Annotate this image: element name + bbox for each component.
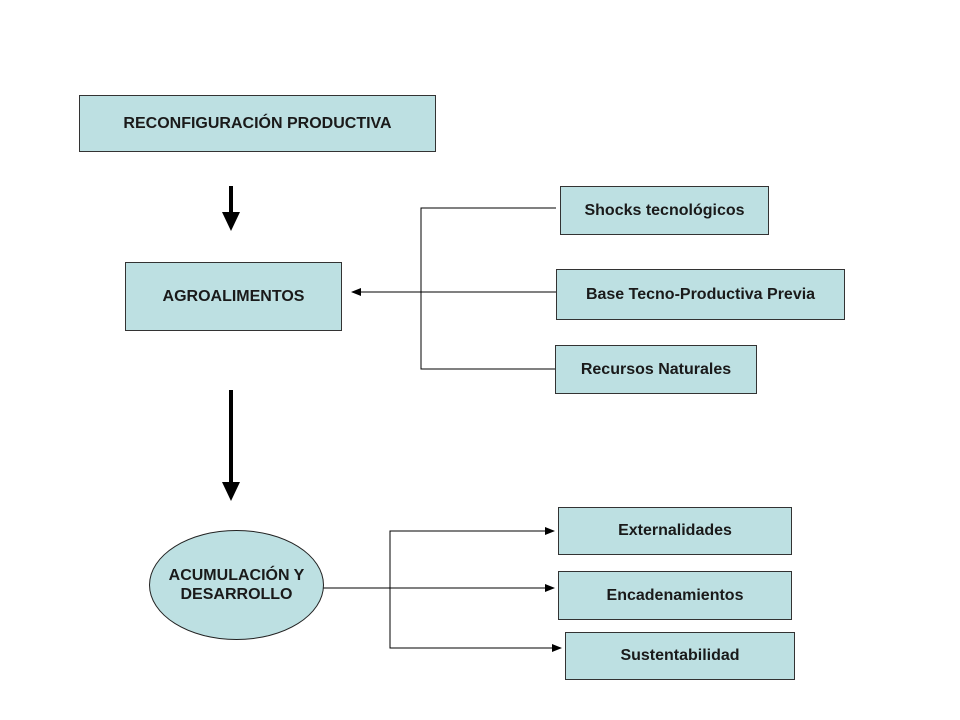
encadenamientos-box: Encadenamientos [558, 571, 792, 620]
sustentabilidad-label: Sustentabilidad [620, 647, 740, 665]
reconfiguracion-productiva-box: RECONFIGURACIÓN PRODUCTIVA [79, 95, 436, 152]
agroalimentos-box: AGROALIMENTOS [125, 262, 342, 331]
acumulacion-desarrollo-ellipse: ACUMULACIÓN Y DESARROLLO [149, 530, 324, 640]
recursos-naturales-label: Recursos Naturales [580, 360, 732, 378]
base-tecno-productiva-label: Base Tecno-Productiva Previa [585, 285, 816, 303]
thick-arrow-down-2 [222, 390, 240, 501]
encadenamientos-label: Encadenamientos [606, 586, 744, 604]
acumulacion-label-line2: DESARROLLO [180, 586, 293, 603]
base-tecno-productiva-box: Base Tecno-Productiva Previa [556, 269, 845, 320]
shocks-tecnologicos-label: Shocks tecnológicos [584, 201, 745, 219]
externalidades-label: Externalidades [618, 522, 732, 540]
shocks-tecnologicos-box: Shocks tecnológicos [560, 186, 769, 235]
recursos-naturales-box: Recursos Naturales [555, 345, 757, 394]
inputs-bracket [351, 207, 556, 370]
agroalimentos-label: AGROALIMENTOS [162, 287, 305, 305]
acumulacion-label-line1: ACUMULACIÓN Y [168, 566, 305, 584]
outputs-bracket [323, 527, 562, 652]
sustentabilidad-box: Sustentabilidad [565, 632, 795, 680]
thick-arrow-down-1 [222, 186, 240, 231]
reconfiguracion-productiva-label: RECONFIGURACIÓN PRODUCTIVA [123, 114, 392, 132]
externalidades-box: Externalidades [558, 507, 792, 555]
